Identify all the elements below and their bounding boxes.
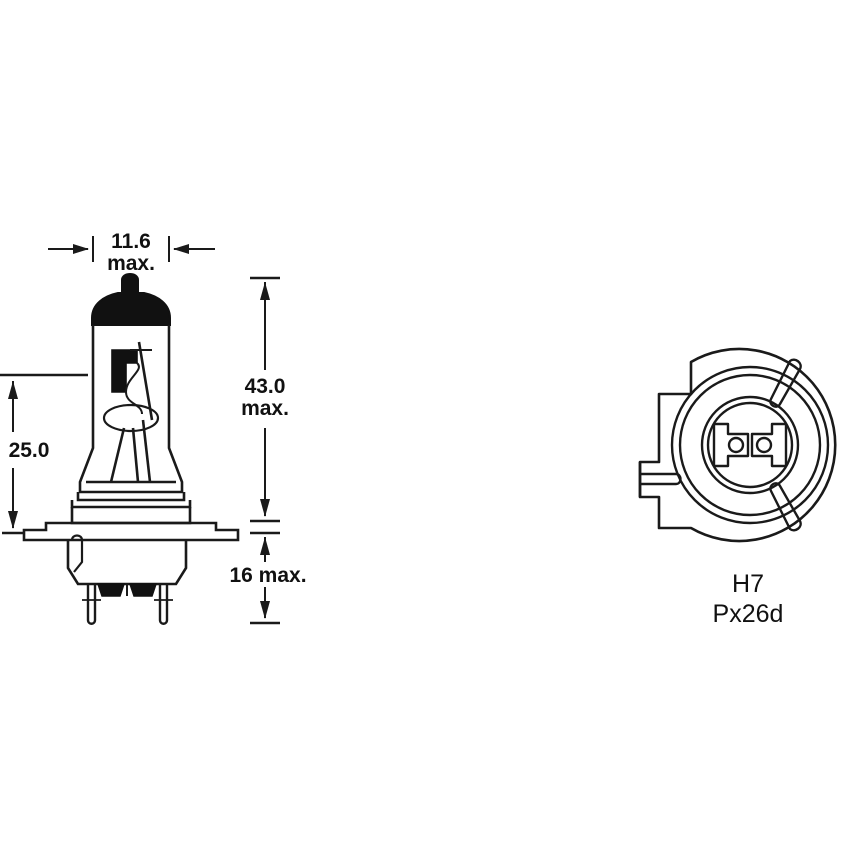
filament-coil — [102, 403, 160, 433]
base-ring-outer-inner — [670, 365, 830, 525]
contact-block-left — [96, 583, 126, 597]
contact-terminal-right-hole — [755, 436, 773, 454]
base-recess-inner — [706, 401, 794, 489]
arrow-down — [8, 511, 18, 529]
filament-leg-center — [131, 427, 140, 483]
dimension-width-top-value: 11.6 — [111, 230, 151, 253]
base-locating-hook — [70, 534, 84, 573]
contact-block-right — [128, 583, 158, 597]
dimension-height-total-qualifier: max. — [241, 397, 289, 420]
filament-leg-left — [109, 427, 126, 483]
arrow-down — [260, 601, 270, 619]
terminal-pin-left — [86, 584, 97, 625]
base-recess-outer — [700, 395, 800, 495]
mounting-flange — [22, 521, 240, 542]
dimension-width-top-qualifier: max. — [107, 252, 155, 275]
arrow-up — [260, 282, 270, 300]
arrow-right — [173, 244, 189, 254]
arrow-down — [260, 499, 270, 517]
filament-support-wire-left — [124, 362, 143, 415]
arrow-up — [260, 537, 270, 555]
bulb-tip-cap — [91, 272, 171, 326]
contact-terminal-left — [712, 422, 750, 468]
base-body-lower — [66, 540, 188, 586]
dimension-height-base-value: 16 max. — [229, 564, 306, 587]
dimension-height-glass — [0, 373, 88, 535]
arrow-up — [8, 381, 18, 399]
arrow-left — [73, 244, 89, 254]
contact-terminal-left-hole — [727, 436, 745, 454]
contact-terminal-right — [750, 422, 788, 468]
base-collar-mid — [70, 500, 192, 509]
base-end-view — [638, 347, 837, 543]
glass-envelope — [78, 325, 184, 494]
dimension-height-total-value: 43.0 — [245, 375, 286, 398]
dimension-width-top — [48, 236, 215, 262]
base-ring-body — [678, 373, 822, 517]
base-collar-lower — [70, 507, 192, 525]
dimension-height-glass-value: 25.0 — [9, 439, 50, 462]
base-collar-upper — [76, 492, 186, 502]
retaining-tab-lower-right — [769, 482, 802, 532]
terminal-pin-right — [158, 584, 169, 625]
retaining-tab-upper-right — [769, 358, 802, 408]
side-elevation-view — [22, 272, 240, 625]
filament-lead-wire-right — [137, 341, 154, 421]
filament-shield-block — [111, 349, 138, 393]
bulb-cap-code-label: Px26d — [713, 600, 784, 628]
bulb-designation-label: H7 — [732, 570, 764, 598]
base-tab-slot — [640, 472, 682, 486]
filament-leg-right — [141, 419, 152, 483]
dimension-height-total — [250, 276, 280, 523]
dimension-height-base — [250, 531, 280, 625]
base-outer-outline — [638, 347, 837, 543]
